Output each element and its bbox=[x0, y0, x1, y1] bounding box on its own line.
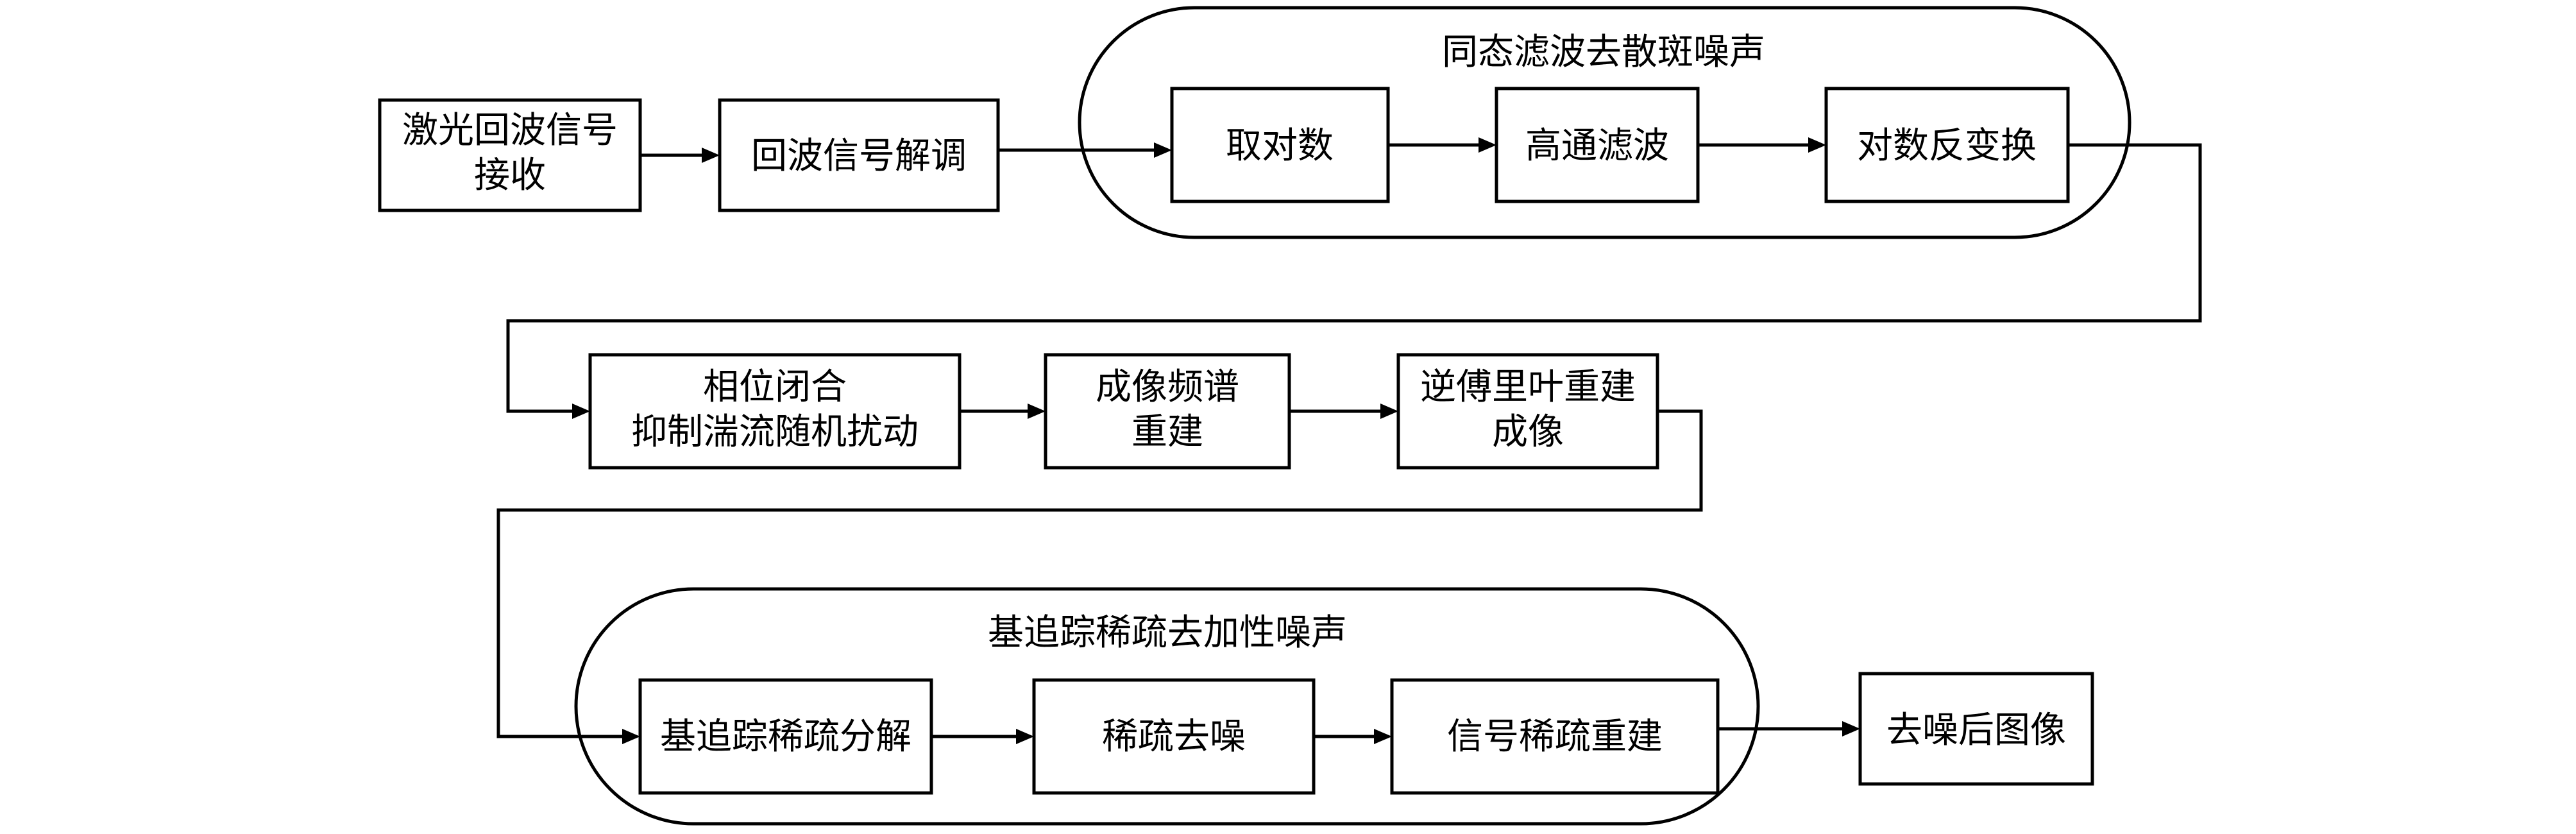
svg-text:成像: 成像 bbox=[1492, 411, 1564, 453]
svg-text:逆傅里叶重建: 逆傅里叶重建 bbox=[1420, 366, 1636, 408]
svg-text:对数反变换: 对数反变换 bbox=[1857, 125, 2037, 167]
node-sparse-denoise: 稀疏去噪 bbox=[1032, 678, 1316, 795]
node-log: 取对数 bbox=[1170, 87, 1390, 203]
group-basis-pursuit bbox=[574, 587, 1760, 826]
svg-text:高通滤波: 高通滤波 bbox=[1525, 125, 1669, 167]
svg-text:相位闭合: 相位闭合 bbox=[703, 366, 847, 408]
svg-text:成像频谱: 成像频谱 bbox=[1096, 366, 1239, 408]
node-laser-receive: 激光回波信号 接收 bbox=[378, 98, 642, 212]
svg-text:信号稀疏重建: 信号稀疏重建 bbox=[1447, 716, 1663, 758]
svg-text:基追踪稀疏分解: 基追踪稀疏分解 bbox=[660, 716, 911, 758]
svg-text:激光回波信号: 激光回波信号 bbox=[402, 110, 618, 151]
svg-text:重建: 重建 bbox=[1131, 411, 1203, 453]
node-signal-rebuild: 信号稀疏重建 bbox=[1390, 678, 1720, 795]
svg-text:去噪后图像: 去噪后图像 bbox=[1886, 710, 2066, 751]
node-inverse-log: 对数反变换 bbox=[1824, 87, 2070, 203]
arrow-invlog-to-phase bbox=[506, 143, 2202, 419]
node-inverse-fourier: 逆傅里叶重建 成像 bbox=[1396, 353, 1659, 470]
node-demodulation: 回波信号解调 bbox=[718, 98, 1000, 212]
group-homomorphic-filter bbox=[1078, 6, 2131, 239]
arrow-rebuild-to-output bbox=[1718, 721, 1860, 736]
arrow-phase-to-spectrum bbox=[960, 404, 1046, 419]
arrow-fourier-to-bp bbox=[496, 409, 1703, 744]
svg-text:接收: 接收 bbox=[474, 155, 546, 196]
arrow-highpass-to-invlog bbox=[1698, 137, 1826, 153]
node-spectrum-rebuild: 成像频谱 重建 bbox=[1044, 353, 1291, 470]
node-bp-decompose: 基追踪稀疏分解 bbox=[638, 678, 933, 795]
arrow-spectrum-to-fourier bbox=[1289, 404, 1398, 419]
node-phase-closure: 相位闭合 抑制湍流随机扰动 bbox=[588, 353, 962, 470]
svg-text:取对数: 取对数 bbox=[1226, 125, 1334, 167]
arrow-denoise-to-rebuild bbox=[1314, 729, 1392, 744]
arrow-receive-to-demod bbox=[640, 148, 720, 163]
node-denoised-image: 去噪后图像 bbox=[1858, 672, 2094, 786]
arrow-demod-to-log bbox=[998, 142, 1172, 158]
svg-text:抑制湍流随机扰动: 抑制湍流随机扰动 bbox=[631, 411, 919, 453]
arrow-bp-to-denoise bbox=[931, 729, 1034, 744]
node-highpass: 高通滤波 bbox=[1495, 87, 1700, 203]
group-homomorphic-title: 同态滤波去散斑噪声 bbox=[1442, 31, 1765, 73]
svg-text:稀疏去噪: 稀疏去噪 bbox=[1102, 716, 1246, 758]
group-basis-pursuit-title: 基追踪稀疏去加性噪声 bbox=[988, 612, 1347, 654]
arrow-log-to-highpass bbox=[1388, 137, 1496, 153]
svg-text:回波信号解调: 回波信号解调 bbox=[751, 135, 967, 177]
